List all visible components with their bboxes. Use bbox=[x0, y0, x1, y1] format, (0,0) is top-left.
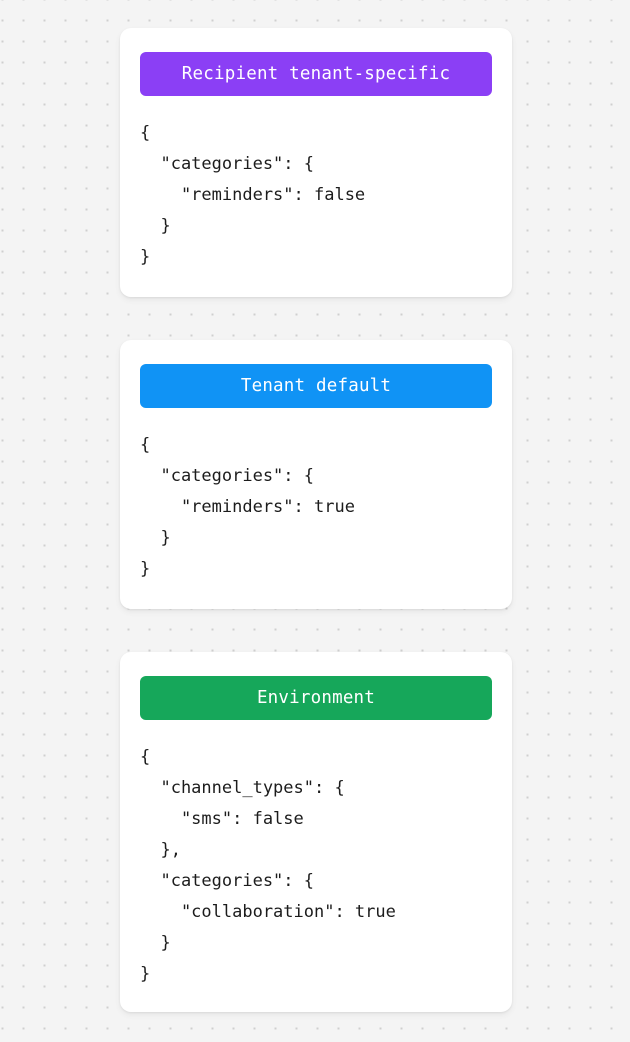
card-header-environment: Environment bbox=[140, 676, 492, 720]
card-json-body-recipient-tenant-specific: { "categories": { "reminders": false } } bbox=[140, 123, 366, 267]
preference-layer-card-recipient: Recipient tenant-specific { "categories"… bbox=[120, 28, 512, 297]
preference-layer-card-environment: Environment { "channel_types": { "sms": … bbox=[120, 652, 512, 1012]
preference-layer-card-tenant-default: Tenant default { "categories": { "remind… bbox=[120, 340, 512, 609]
card-json-body-environment: { "channel_types": { "sms": false }, "ca… bbox=[140, 747, 396, 984]
card-header-recipient-tenant-specific: Recipient tenant-specific bbox=[140, 52, 492, 96]
card-json-body-tenant-default: { "categories": { "reminders": true } } bbox=[140, 435, 355, 579]
card-header-tenant-default: Tenant default bbox=[140, 364, 492, 408]
